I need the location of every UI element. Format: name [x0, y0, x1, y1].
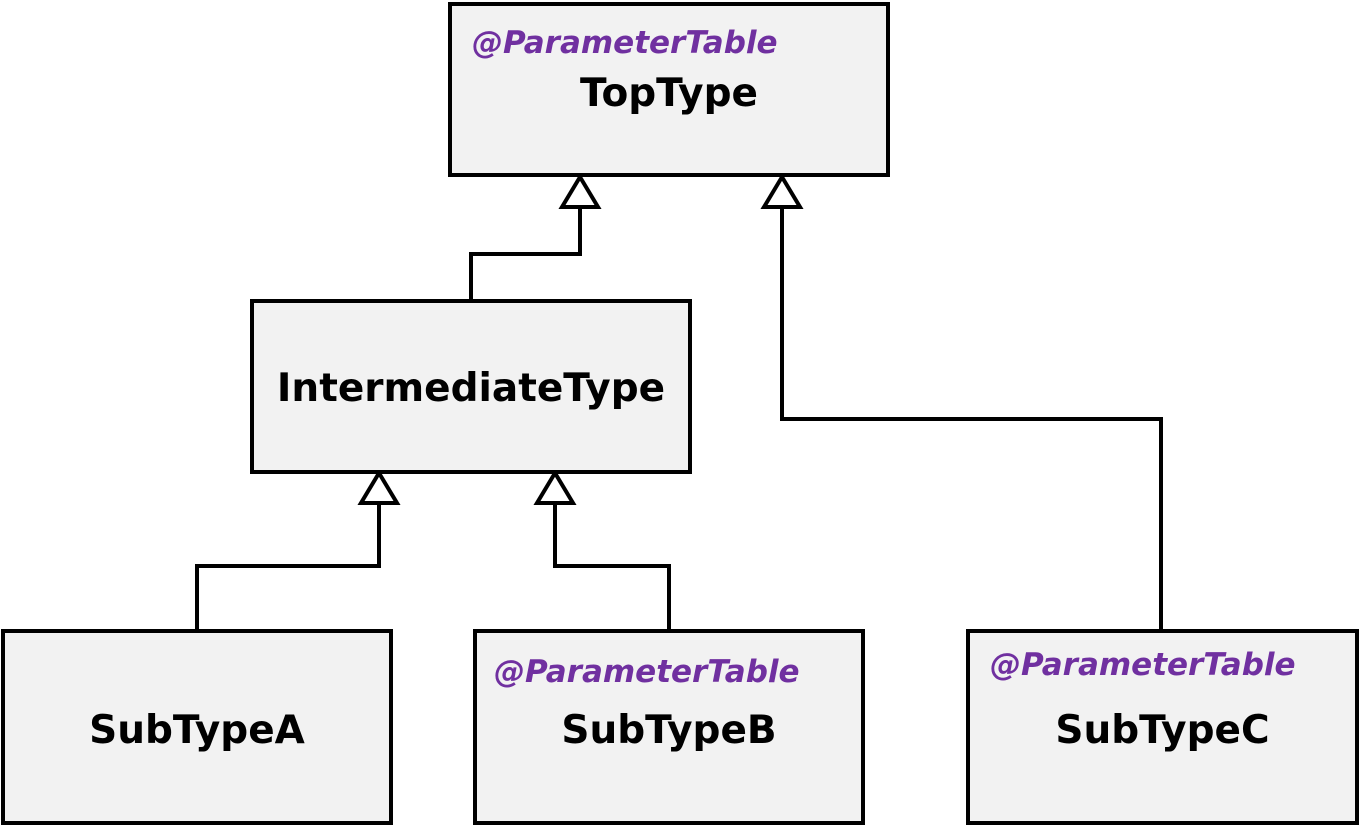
- inheritance-arrowhead-icon: [760, 173, 804, 209]
- class-name: SubTypeB: [561, 708, 777, 753]
- class-box-intermediatetype: IntermediateType: [250, 299, 692, 474]
- edge-intermediate-to-top: [469, 207, 582, 299]
- class-box-subtypec: @ParameterTable SubTypeC: [966, 629, 1359, 825]
- edge-subtypeb-to-intermediate: [553, 503, 671, 629]
- class-name: IntermediateType: [276, 366, 666, 411]
- class-name: SubTypeA: [89, 708, 305, 753]
- parameter-table-annotation: @ParameterTable: [472, 25, 778, 61]
- class-name: TopType: [580, 71, 758, 116]
- parameter-table-annotation: @ParameterTable: [494, 654, 800, 690]
- parameter-table-annotation: @ParameterTable: [990, 647, 1296, 683]
- inheritance-arrowhead-icon: [357, 469, 401, 505]
- class-box-subtypea: SubTypeA: [1, 629, 393, 825]
- inheritance-arrowhead-icon: [533, 469, 577, 505]
- edge-subtypec-to-top: [780, 207, 1163, 629]
- edge-subtypea-to-intermediate: [195, 503, 381, 629]
- class-box-toptype: @ParameterTable TopType: [448, 2, 890, 177]
- inheritance-arrowhead-icon: [558, 173, 602, 209]
- class-box-subtypeb: @ParameterTable SubTypeB: [473, 629, 865, 825]
- class-name: SubTypeC: [1055, 708, 1270, 753]
